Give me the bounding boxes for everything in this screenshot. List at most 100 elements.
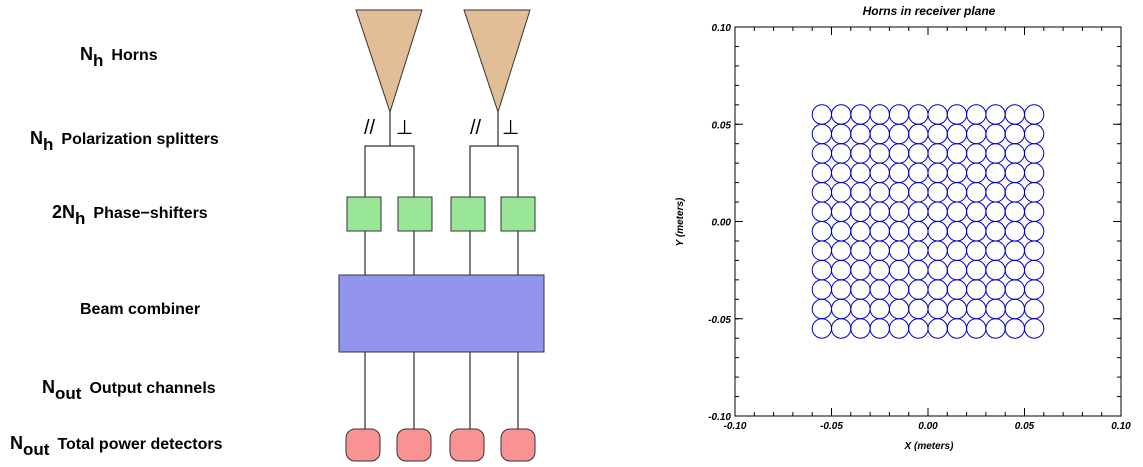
- pol-perp-symbol: ⊥: [396, 115, 413, 139]
- phase-shifter: [450, 196, 486, 232]
- horn-marker: [927, 279, 948, 300]
- horn-marker: [927, 143, 948, 164]
- horn-marker: [888, 123, 910, 145]
- horn-marker: [888, 279, 910, 300]
- horn-marker: [850, 259, 871, 281]
- horn-marker: [908, 123, 929, 145]
- horn-marker: [985, 318, 1006, 339]
- horn-marker: [869, 123, 890, 145]
- horn-marker: [946, 201, 968, 222]
- x-tick-label: 0.05: [1015, 421, 1035, 432]
- horn-marker: [908, 104, 929, 125]
- horn-marker: [811, 318, 832, 339]
- horn-marker: [831, 259, 852, 281]
- horn-marker: [946, 279, 968, 300]
- label-beam-combiner: Beam combiner: [80, 301, 201, 318]
- horn-marker: [1024, 201, 1045, 222]
- horn-marker: [1004, 143, 1025, 164]
- horn-marker: [985, 162, 1006, 184]
- horn-marker: [811, 123, 832, 145]
- horn-marker: [985, 259, 1006, 281]
- horn-marker: [927, 182, 948, 203]
- horn-marker: [888, 259, 910, 281]
- horn-marker: [811, 221, 832, 242]
- horn-marker: [985, 240, 1006, 261]
- y-tick-label: 0.00: [712, 218, 732, 229]
- horn-marker: [946, 162, 968, 184]
- horn-marker: [869, 201, 890, 222]
- horn-marker: [1004, 201, 1025, 222]
- horn-marker: [985, 279, 1006, 300]
- horn-marker: [985, 143, 1006, 164]
- horn-marker: [946, 104, 968, 125]
- horn-marker: [1004, 123, 1025, 145]
- horn-marker: [850, 240, 871, 261]
- horn-marker: [888, 221, 910, 242]
- horn-marker: [831, 143, 852, 164]
- horn-marker: [1004, 259, 1025, 281]
- horn-marker: [888, 143, 910, 164]
- x-axis-label: X (meters): [904, 441, 955, 452]
- horn-left: [355, 9, 423, 114]
- horn-marker: [831, 162, 852, 184]
- horn-marker: [811, 143, 832, 164]
- horn-marker: [966, 104, 987, 125]
- x-tick-label: -0.10: [724, 421, 747, 432]
- horn-marker: [888, 318, 910, 339]
- horn-marker: [1004, 240, 1025, 261]
- horn-marker: [1024, 162, 1045, 184]
- horn-marker: [1024, 318, 1045, 339]
- horn-marker: [850, 318, 871, 339]
- horn-marker: [946, 240, 968, 261]
- horn-marker: [927, 162, 948, 184]
- horn-marker: [869, 240, 890, 261]
- x-tick-label: 0.10: [1111, 421, 1131, 432]
- horn-marker: [850, 104, 871, 125]
- horn-marker: [1024, 298, 1045, 320]
- horn-marker: [966, 201, 987, 222]
- horn-marker: [908, 298, 929, 320]
- horn-marker: [811, 240, 832, 261]
- horn-marker: [888, 104, 910, 125]
- horn-marker: [850, 162, 871, 184]
- horn-marker: [946, 221, 968, 242]
- horn-marker: [850, 201, 871, 222]
- horn-marker: [1024, 182, 1045, 203]
- horn-marker: [850, 298, 871, 320]
- horn-marker: [869, 162, 890, 184]
- horn-marker: [927, 201, 948, 222]
- horn-marker: [966, 123, 987, 145]
- horn-marker: [966, 298, 987, 320]
- horn-marker: [966, 318, 987, 339]
- horn-marker: [908, 240, 929, 261]
- horn-marker: [908, 143, 929, 164]
- horn-marker: [946, 318, 968, 339]
- horn-marker: [869, 259, 890, 281]
- horn-marker: [966, 240, 987, 261]
- horn-marker: [985, 201, 1006, 222]
- power-detector: [449, 428, 485, 462]
- horn-marker: [966, 279, 987, 300]
- horn-marker: [908, 201, 929, 222]
- phase-shifter: [397, 196, 433, 232]
- horn-marker: [869, 143, 890, 164]
- horn-marker: [831, 201, 852, 222]
- horn-marker: [811, 298, 832, 320]
- horn-marker: [831, 318, 852, 339]
- horn-marker: [927, 298, 948, 320]
- horn-marker: [927, 318, 948, 339]
- horn-marker: [869, 318, 890, 339]
- y-tick-label: -0.10: [708, 412, 731, 423]
- y-tick-label: 0.10: [712, 23, 732, 34]
- horn-marker: [831, 279, 852, 300]
- horn-marker: [985, 123, 1006, 145]
- horn-marker: [1004, 318, 1025, 339]
- pol-parallel-symbol: //: [364, 117, 376, 139]
- horn-marker: [831, 123, 852, 145]
- horn-marker: [946, 143, 968, 164]
- horn-marker: [888, 182, 910, 203]
- y-axis-label: Y (meters): [675, 197, 686, 246]
- horn-marker: [1004, 279, 1025, 300]
